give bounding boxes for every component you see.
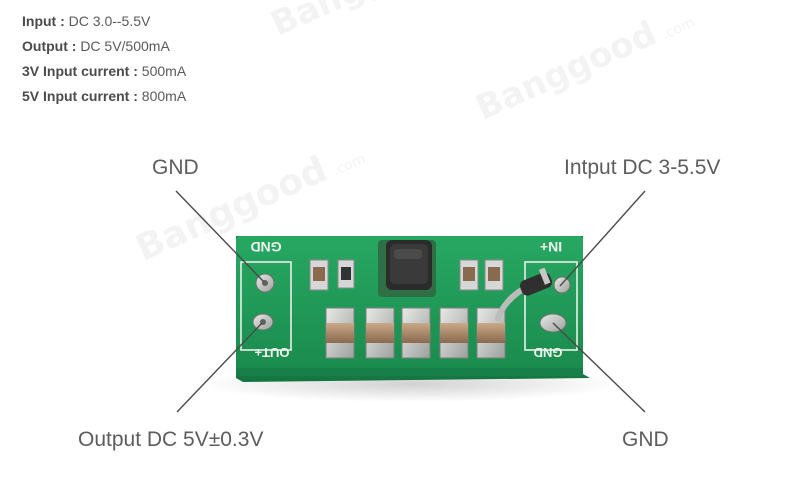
spec-label: 3V Input current : [22, 63, 142, 79]
spec-value: 500mA [141, 63, 187, 79]
left-terminal-outline [240, 261, 292, 351]
silk-gnd-right: GND [534, 345, 563, 360]
right-terminal-outline [524, 261, 578, 351]
spec-value: DC 3.0--5.5V [68, 13, 151, 29]
specs-list: Input : DC 3.0--5.5V Output : DC 5V/500m… [22, 9, 382, 109]
callout-line-gnd-bottom-right [552, 322, 646, 413]
callout-label-gnd-bottom-right: GND [622, 428, 669, 451]
pcb-board: GND OUT+ IN+ GND [236, 236, 590, 382]
spec-input: Input : DC 3.0--5.5V [22, 9, 382, 34]
callout-label-input: Intput DC 3-5.5V [564, 156, 721, 179]
spec-output: Output : DC 5V/500mA [22, 34, 382, 59]
silk-gnd-left: GND [250, 239, 281, 255]
silk-in-plus: IN+ [540, 239, 562, 255]
input-diode [495, 267, 553, 321]
spec-label: 5V Input current : [22, 88, 142, 104]
callout-line-input [559, 190, 646, 287]
spec-input-current-3v: 3V Input current : 500mA [22, 59, 382, 84]
silk-out-plus: OUT+ [254, 345, 289, 360]
callout-line-output [176, 322, 263, 413]
spec-value: DC 5V/500mA [80, 38, 170, 54]
in-pad [553, 276, 571, 294]
inductor [378, 240, 436, 297]
spec-label: Output : [22, 38, 81, 54]
callout-label-gnd-top-left: GND [152, 156, 199, 179]
callout-line-gnd-top-left [175, 190, 265, 283]
spec-label: Input : [22, 13, 69, 29]
callout-label-output: Output DC 5V±0.3V [78, 428, 264, 451]
spec-input-current-5v: 5V Input current : 800mA [22, 84, 382, 109]
spec-value: 800mA [141, 88, 187, 104]
capacitor-row [325, 307, 506, 359]
